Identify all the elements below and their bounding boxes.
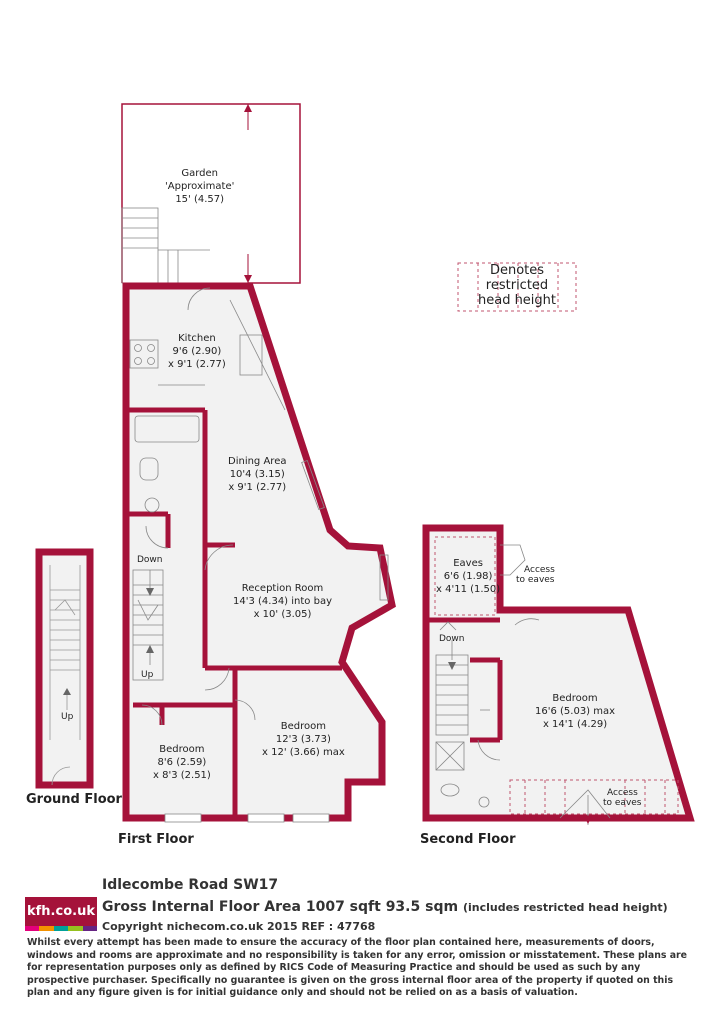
garden-area xyxy=(121,103,301,284)
first-floor-stairs-down-label: Down xyxy=(137,555,163,565)
gross-floor-area: Gross Internal Floor Area 1007 sqft 93.5… xyxy=(102,899,668,915)
eaves-dim-1: 6'6 (1.98) xyxy=(443,571,493,582)
small-bedroom-label: Bedroom 8'6 (2.59) x 8'3 (2.51) xyxy=(153,743,211,782)
kfh-logo: kfh.co.uk xyxy=(25,897,98,935)
legend-line-2: head height xyxy=(477,293,557,308)
dining-area-dim-1: 10'4 (3.15) xyxy=(229,469,285,480)
small-bedroom-dim-2: x 8'3 (2.51) xyxy=(153,770,211,781)
bedroom-eaves-access-line-2: to eaves xyxy=(603,798,642,808)
front-bedroom-dim-2: x 12' (3.66) max xyxy=(262,747,345,758)
second-floor-title: Second Floor xyxy=(420,832,516,847)
garden-label: Garden 'Approximate' 15' (4.57) xyxy=(165,167,234,206)
eaves-label: Eaves 6'6 (1.98) x 4'11 (1.50) xyxy=(436,557,500,596)
ground-floor-title: Ground Floor xyxy=(26,792,122,807)
property-address: Idlecombe Road SW17 xyxy=(102,877,279,893)
eaves-name: Eaves xyxy=(453,558,483,569)
first-floor-plan xyxy=(122,282,396,823)
legend-symbol xyxy=(457,262,577,312)
gross-floor-area-note: (includes restricted head height) xyxy=(462,901,668,914)
top-bedroom-name: Bedroom xyxy=(552,693,598,704)
copyright-reference: Copyright nichecom.co.uk 2015 REF : 4776… xyxy=(102,920,376,933)
first-floor-stairs-up-label: Up xyxy=(141,670,154,680)
logo-stripe-segment xyxy=(39,926,54,931)
second-floor-stairs-down-label: Down xyxy=(439,634,465,644)
logo-stripe-segment xyxy=(68,926,83,931)
top-bedroom-dim-1: 16'6 (5.03) max xyxy=(535,706,616,717)
dining-area-dim-2: x 9'1 (2.77) xyxy=(228,482,287,493)
reception-room-label: Reception Room 14'3 (4.34) into bay x 10… xyxy=(233,582,332,621)
eaves-access-label: Access to eaves xyxy=(516,565,555,585)
reception-room-dim-1: 14'3 (4.34) into bay xyxy=(233,596,332,607)
front-bedroom-dim-1: 12'3 (3.73) xyxy=(275,734,331,745)
reception-room-dim-2: x 10' (3.05) xyxy=(253,609,312,620)
logo-stripe-segment xyxy=(82,926,98,931)
small-bedroom-name: Bedroom xyxy=(159,744,205,755)
front-bedroom-label: Bedroom 12'3 (3.73) x 12' (3.66) max xyxy=(262,720,345,759)
kitchen-label: Kitchen 9'6 (2.90) x 9'1 (2.77) xyxy=(168,332,226,371)
front-bedroom-name: Bedroom xyxy=(280,721,327,732)
legend-line-1: Denotes restricted xyxy=(485,263,549,293)
gross-floor-area-value: Gross Internal Floor Area 1007 sqft 93.5… xyxy=(102,899,459,915)
bedroom-eaves-access-label: Access to eaves xyxy=(603,788,642,808)
first-floor-title: First Floor xyxy=(118,832,194,847)
small-bedroom-dim-1: 8'6 (2.59) xyxy=(157,757,207,768)
kfh-logo-text: kfh.co.uk xyxy=(25,897,97,926)
garden-qualifier: 'Approximate' xyxy=(165,181,235,192)
logo-stripe-segment xyxy=(25,926,40,931)
eaves-access-line-1: Access xyxy=(524,565,555,575)
legend-restricted-head-height: Denotes restricted head height xyxy=(458,263,576,311)
bedroom-eaves-access-line-1: Access xyxy=(607,788,638,798)
garden-name: Garden xyxy=(181,168,219,179)
dining-area-name: Dining Area xyxy=(228,456,287,467)
kitchen-dim-2: x 9'1 (2.77) xyxy=(168,359,226,370)
kfh-logo-stripe xyxy=(25,926,98,931)
second-floor-plan xyxy=(422,524,695,825)
logo-stripe-segment xyxy=(53,926,69,931)
kitchen-dim-1: 9'6 (2.90) xyxy=(172,346,222,357)
kitchen-name: Kitchen xyxy=(178,333,216,344)
eaves-dim-2: x 4'11 (1.50) xyxy=(436,584,501,595)
ground-floor-stairs-up-label: Up xyxy=(61,712,74,722)
ground-floor-plan xyxy=(35,548,94,789)
top-bedroom-dim-2: x 14'1 (4.29) xyxy=(542,719,608,730)
top-bedroom-label: Bedroom 16'6 (5.03) max x 14'1 (4.29) xyxy=(535,692,615,731)
dining-area-label: Dining Area 10'4 (3.15) x 9'1 (2.77) xyxy=(228,455,286,494)
disclaimer-text: Whilst every attempt has been made to en… xyxy=(27,937,688,999)
garden-dims: 15' (4.57) xyxy=(175,194,225,205)
eaves-access-line-2: to eaves xyxy=(516,575,555,585)
reception-room-name: Reception Room xyxy=(241,583,324,594)
